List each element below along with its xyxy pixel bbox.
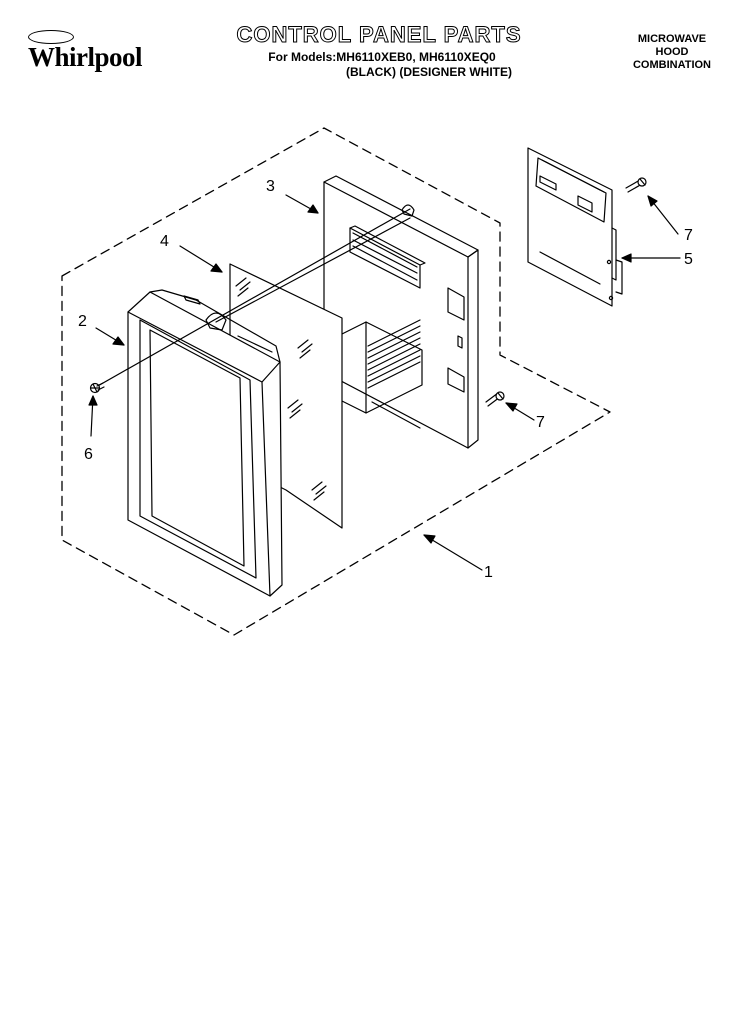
callout-part-2: 2 [78,313,87,330]
product-type-line-1: MICROWAVE [637,33,707,45]
alignment-line-screw-6 [95,208,411,388]
callout-part-6: 6 [84,446,93,463]
brand-wordmark: Whirlpool [27,42,143,72]
finish-line: (BLACK) (DESIGNER WHITE) [346,65,512,79]
whirlpool-logo: Whirlpool [10,30,160,78]
screw-7-housing-icon [485,391,505,407]
callout-part-4: 4 [160,233,169,250]
alignment-line-frame [215,217,411,323]
leader-lines [88,194,681,571]
front-frame-bezel [127,289,283,597]
whirlpool-emblem-icon [28,30,74,44]
screw-7-board-icon [625,177,647,193]
callout-part-1: 1 [484,564,493,581]
callout-part-7-housing: 7 [536,414,545,431]
screw-6-icon [89,382,105,394]
models-line: For Models:MH6110XEB0, MH6110XEQ0 [268,50,496,64]
product-type-line-3: COMBINATION [632,59,711,71]
page-title: CONTROL PANEL PARTS [236,22,522,48]
electronic-control-board [527,147,623,307]
product-type-line-2: HOOD [655,46,689,58]
assembly-boundary [61,127,611,636]
callout-part-5: 5 [684,251,693,268]
callout-part-7-board: 7 [684,227,693,244]
product-type: MICROWAVE HOOD COMBINATION [612,33,732,72]
control-panel-housing [323,175,479,449]
callout-part-3: 3 [266,178,275,195]
